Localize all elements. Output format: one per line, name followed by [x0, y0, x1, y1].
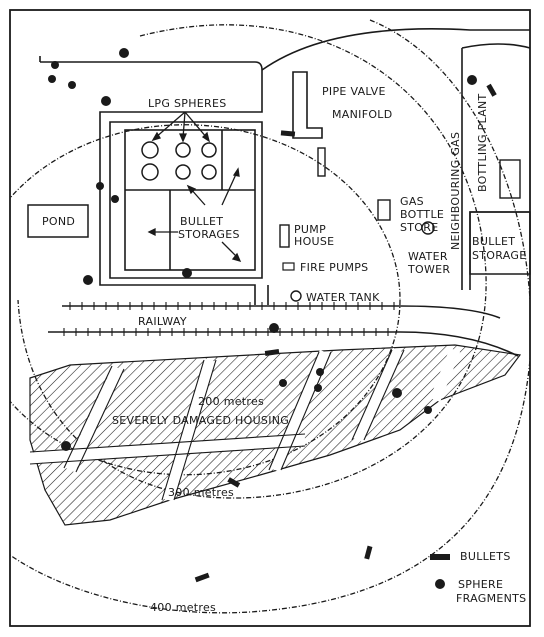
legend-sphere-label: SPHERE [458, 578, 503, 591]
ring-400m [10, 19, 530, 614]
gas-bottle-store [377, 199, 391, 221]
housing-road-edges [29, 349, 405, 501]
label-bottle: BOTTLE [400, 208, 444, 221]
label-bottling-plant: BOTTLING PLANT [476, 93, 489, 192]
legend-bullet-symbol [430, 554, 450, 560]
pond [27, 204, 89, 238]
label-bullet-storage-1: BULLET [472, 235, 515, 248]
label-ring-200: 200 metres [198, 395, 264, 408]
label-ring-300: 300 metres [168, 486, 234, 499]
bullet-fragments [194, 83, 497, 583]
bottling-building [499, 159, 521, 199]
label-water: WATER [408, 250, 448, 263]
fire-pumps [282, 262, 295, 271]
label-manifold: MANIFOLD [332, 108, 392, 121]
railway [48, 302, 519, 357]
label-pump: PUMP [294, 223, 326, 236]
label-neighbouring-gas: NEIGHBOURING GAS [449, 132, 462, 250]
map-labels: LPG SPHERES PIPE VALVE MANIFOLD BULLET S… [42, 85, 526, 614]
label-arrows [147, 111, 242, 263]
manifold-small [317, 147, 326, 177]
label-fire-pumps: FIRE PUMPS [300, 261, 368, 274]
label-bullet-storage-2: STORAGE [472, 249, 526, 262]
label-pond: POND [42, 215, 75, 228]
legend-fragments-label: FRAGMENTS [456, 592, 526, 605]
legend: BULLETS SPHERE FRAGMENTS [430, 550, 526, 605]
road-top-right [261, 28, 530, 71]
label-lpg-spheres: LPG SPHERES [148, 97, 227, 110]
label-bullet: BULLET [180, 215, 223, 228]
plant-road [39, 56, 269, 305]
label-house: HOUSE [294, 235, 334, 248]
label-tower: TOWER [407, 263, 450, 276]
label-store: STORE [400, 221, 438, 234]
sphere-fragments [48, 48, 477, 451]
label-storages: STORAGES [178, 228, 240, 241]
label-railway: RAILWAY [138, 315, 187, 328]
label-gas: GAS [400, 195, 424, 208]
label-pipe-valve: PIPE VALVE [322, 85, 386, 98]
water-tower [421, 221, 435, 235]
bullet-storage-yard [469, 211, 531, 275]
label-housing: SEVERELY DAMAGED HOUSING [112, 414, 289, 427]
inner-road [109, 121, 263, 279]
map-frame [9, 9, 531, 627]
label-water-tank: WATER TANK [306, 291, 380, 304]
legend-bullets-label: BULLETS [460, 550, 511, 563]
pipe-valve-manifold [292, 71, 323, 139]
lpg-spheres [141, 141, 217, 181]
water-tank [290, 290, 302, 302]
label-ring-400: 400 metres [150, 601, 216, 614]
pump-house [279, 224, 290, 248]
legend-sphere-symbol [435, 579, 445, 589]
